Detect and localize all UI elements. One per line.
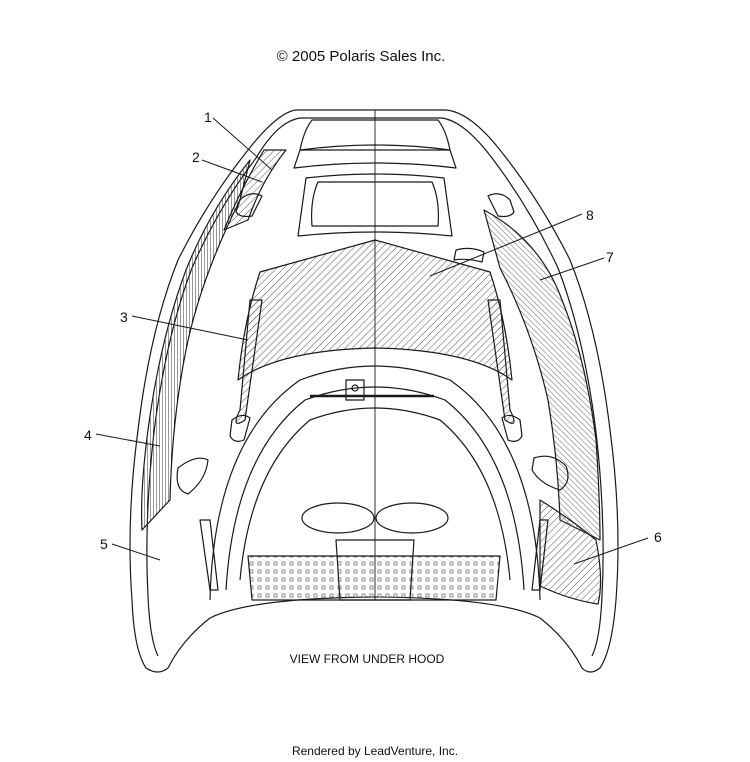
left-side-scoop	[176, 457, 209, 495]
callout-2: 2	[192, 149, 200, 165]
leader-2	[201, 159, 263, 183]
leader-3	[131, 315, 249, 341]
leader-6	[573, 537, 649, 565]
callout-3: 3	[120, 309, 128, 325]
left-upper-decal	[223, 149, 287, 231]
headlight-arch-inner	[239, 407, 511, 581]
callout-5: 5	[100, 536, 108, 552]
footer-credit: Rendered by LeadVenture, Inc.	[291, 744, 459, 758]
right-lower-decal	[539, 499, 602, 605]
right-headlight	[375, 502, 449, 534]
hood-inner-outline	[300, 117, 604, 657]
leader-7	[539, 257, 605, 281]
callout-1: 1	[204, 109, 212, 125]
left-headlight	[301, 502, 375, 534]
leader-5	[111, 543, 161, 561]
headlight-arch-outer	[209, 365, 541, 601]
copyright-text: © 2005 Polaris Sales Inc.	[276, 48, 446, 65]
callout-8: 8	[586, 207, 594, 223]
callout-4: 4	[84, 427, 92, 443]
leader-1	[212, 117, 273, 171]
right-vent-upper	[487, 193, 515, 218]
latch-block	[345, 379, 365, 401]
right-side-panel	[483, 209, 601, 541]
right-side-scoop	[531, 455, 569, 491]
view-label: VIEW FROM UNDER HOOD	[289, 652, 445, 666]
right-vent-lower	[501, 414, 523, 442]
lower-grille	[247, 555, 501, 601]
left-side-panel	[141, 159, 251, 531]
callout-6: 6	[654, 529, 662, 545]
callout-7: 7	[606, 249, 614, 265]
left-vent-upper	[235, 193, 263, 218]
leader-4	[95, 433, 161, 447]
center-window	[311, 181, 439, 227]
right-vent-mid	[453, 247, 485, 263]
leader-8	[429, 213, 583, 277]
left-vent-lower	[229, 414, 251, 442]
